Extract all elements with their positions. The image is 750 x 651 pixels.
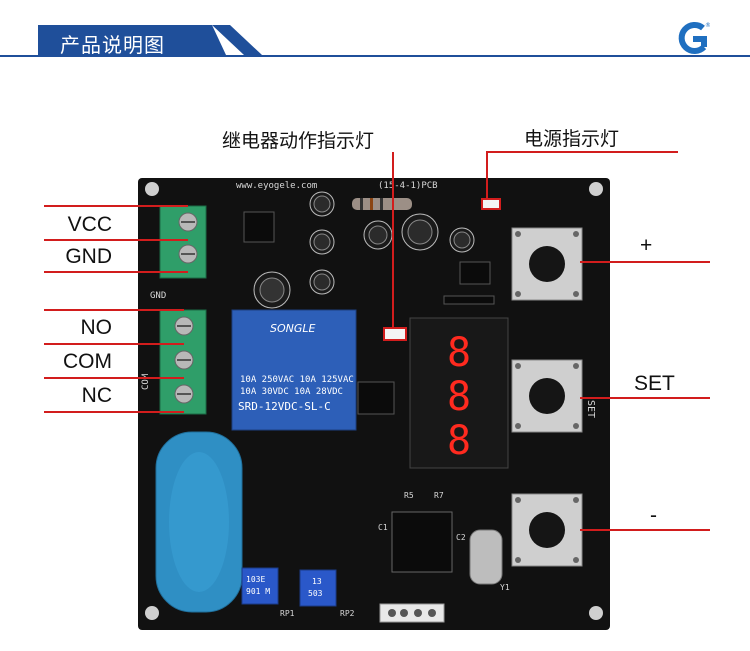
- terminal-label-com: COM: [63, 350, 112, 373]
- silk-gnd: GND: [150, 291, 166, 301]
- line-com: [44, 377, 184, 379]
- brand-g-logo-icon: ®: [678, 21, 710, 54]
- program-header: [379, 603, 445, 623]
- seven-seg-display: [409, 317, 509, 469]
- pot-rp1: [241, 567, 279, 605]
- svg-text:Y1: Y1: [500, 583, 510, 592]
- pcb-code-text: (15-4-1)PCB: [378, 181, 438, 191]
- relay-model: SRD-12VDC-SL-C: [238, 400, 331, 413]
- callout-line-power-led-v: [486, 151, 488, 199]
- button-minus-switch: [511, 493, 583, 567]
- svg-text:503: 503: [308, 589, 323, 598]
- pcb-url-text: www.eyogele.com: [236, 181, 317, 191]
- mount-hole-tr: [589, 182, 603, 196]
- header-banner: 产品说明图 ®: [0, 0, 750, 90]
- svg-text:RP1: RP1: [280, 609, 295, 618]
- callout-relay-led: 继电器动作指示灯: [222, 130, 375, 152]
- svg-text:R5: R5: [404, 491, 414, 500]
- svg-text:C1: C1: [378, 523, 388, 532]
- display-digit-2: 8: [447, 374, 471, 420]
- button-plus-switch: [511, 227, 583, 301]
- button-set-switch: [511, 359, 583, 433]
- svg-text:103E: 103E: [246, 575, 265, 584]
- terminal-label-gnd: GND: [65, 245, 112, 268]
- line-vcc: [44, 239, 188, 241]
- relay-rating-1: 10A 250VAC 10A 125VAC: [240, 375, 354, 385]
- button-label-set: SET: [634, 372, 675, 395]
- power-led: [481, 198, 501, 210]
- svg-text:RP2: RP2: [340, 609, 355, 618]
- silk-set: SET: [585, 400, 596, 418]
- crystal: [469, 529, 503, 585]
- mcu-chip: [391, 511, 453, 573]
- svg-text:13: 13: [312, 577, 322, 586]
- line-button-set: [580, 397, 710, 399]
- relay-led: [383, 327, 407, 341]
- line-button-minus: [580, 529, 710, 531]
- line-vcc-top: [44, 205, 188, 207]
- callout-power-led: 电源指示灯: [524, 128, 620, 150]
- display-digit-3: 8: [447, 418, 471, 464]
- terminal-label-nc: NC: [81, 384, 112, 407]
- button-label-plus: +: [640, 234, 653, 257]
- banner-rule: [0, 55, 750, 57]
- registered-mark: ®: [705, 22, 710, 29]
- svg-text:C2: C2: [456, 533, 466, 542]
- svg-text:901 M: 901 M: [246, 587, 270, 596]
- callout-line-relay-led: [392, 152, 394, 328]
- line-gnd: [44, 271, 188, 273]
- page-title: 产品说明图: [60, 33, 165, 57]
- line-no: [44, 343, 184, 345]
- pot-rp2: [299, 569, 337, 607]
- svg-text:R7: R7: [434, 491, 444, 500]
- relay-brand: SONGLE: [270, 322, 316, 335]
- line-nc: [44, 411, 184, 413]
- display-digit-1: 8: [447, 330, 471, 376]
- callout-line-power-led-h: [486, 151, 678, 153]
- terminal-label-no: NO: [80, 316, 113, 339]
- relay: [231, 309, 357, 431]
- line-button-plus: [580, 261, 710, 263]
- line-no-top: [44, 309, 184, 311]
- mount-hole-tl: [145, 182, 159, 196]
- banner-shape: [38, 25, 262, 55]
- relay-rating-2: 10A 30VDC 10A 28VDC: [240, 387, 343, 397]
- terminal-label-vcc: VCC: [67, 213, 112, 236]
- mount-hole-bl: [145, 606, 159, 620]
- button-label-minus: -: [650, 504, 657, 527]
- silk-com: COM: [141, 373, 151, 390]
- mount-hole-br: [589, 606, 603, 620]
